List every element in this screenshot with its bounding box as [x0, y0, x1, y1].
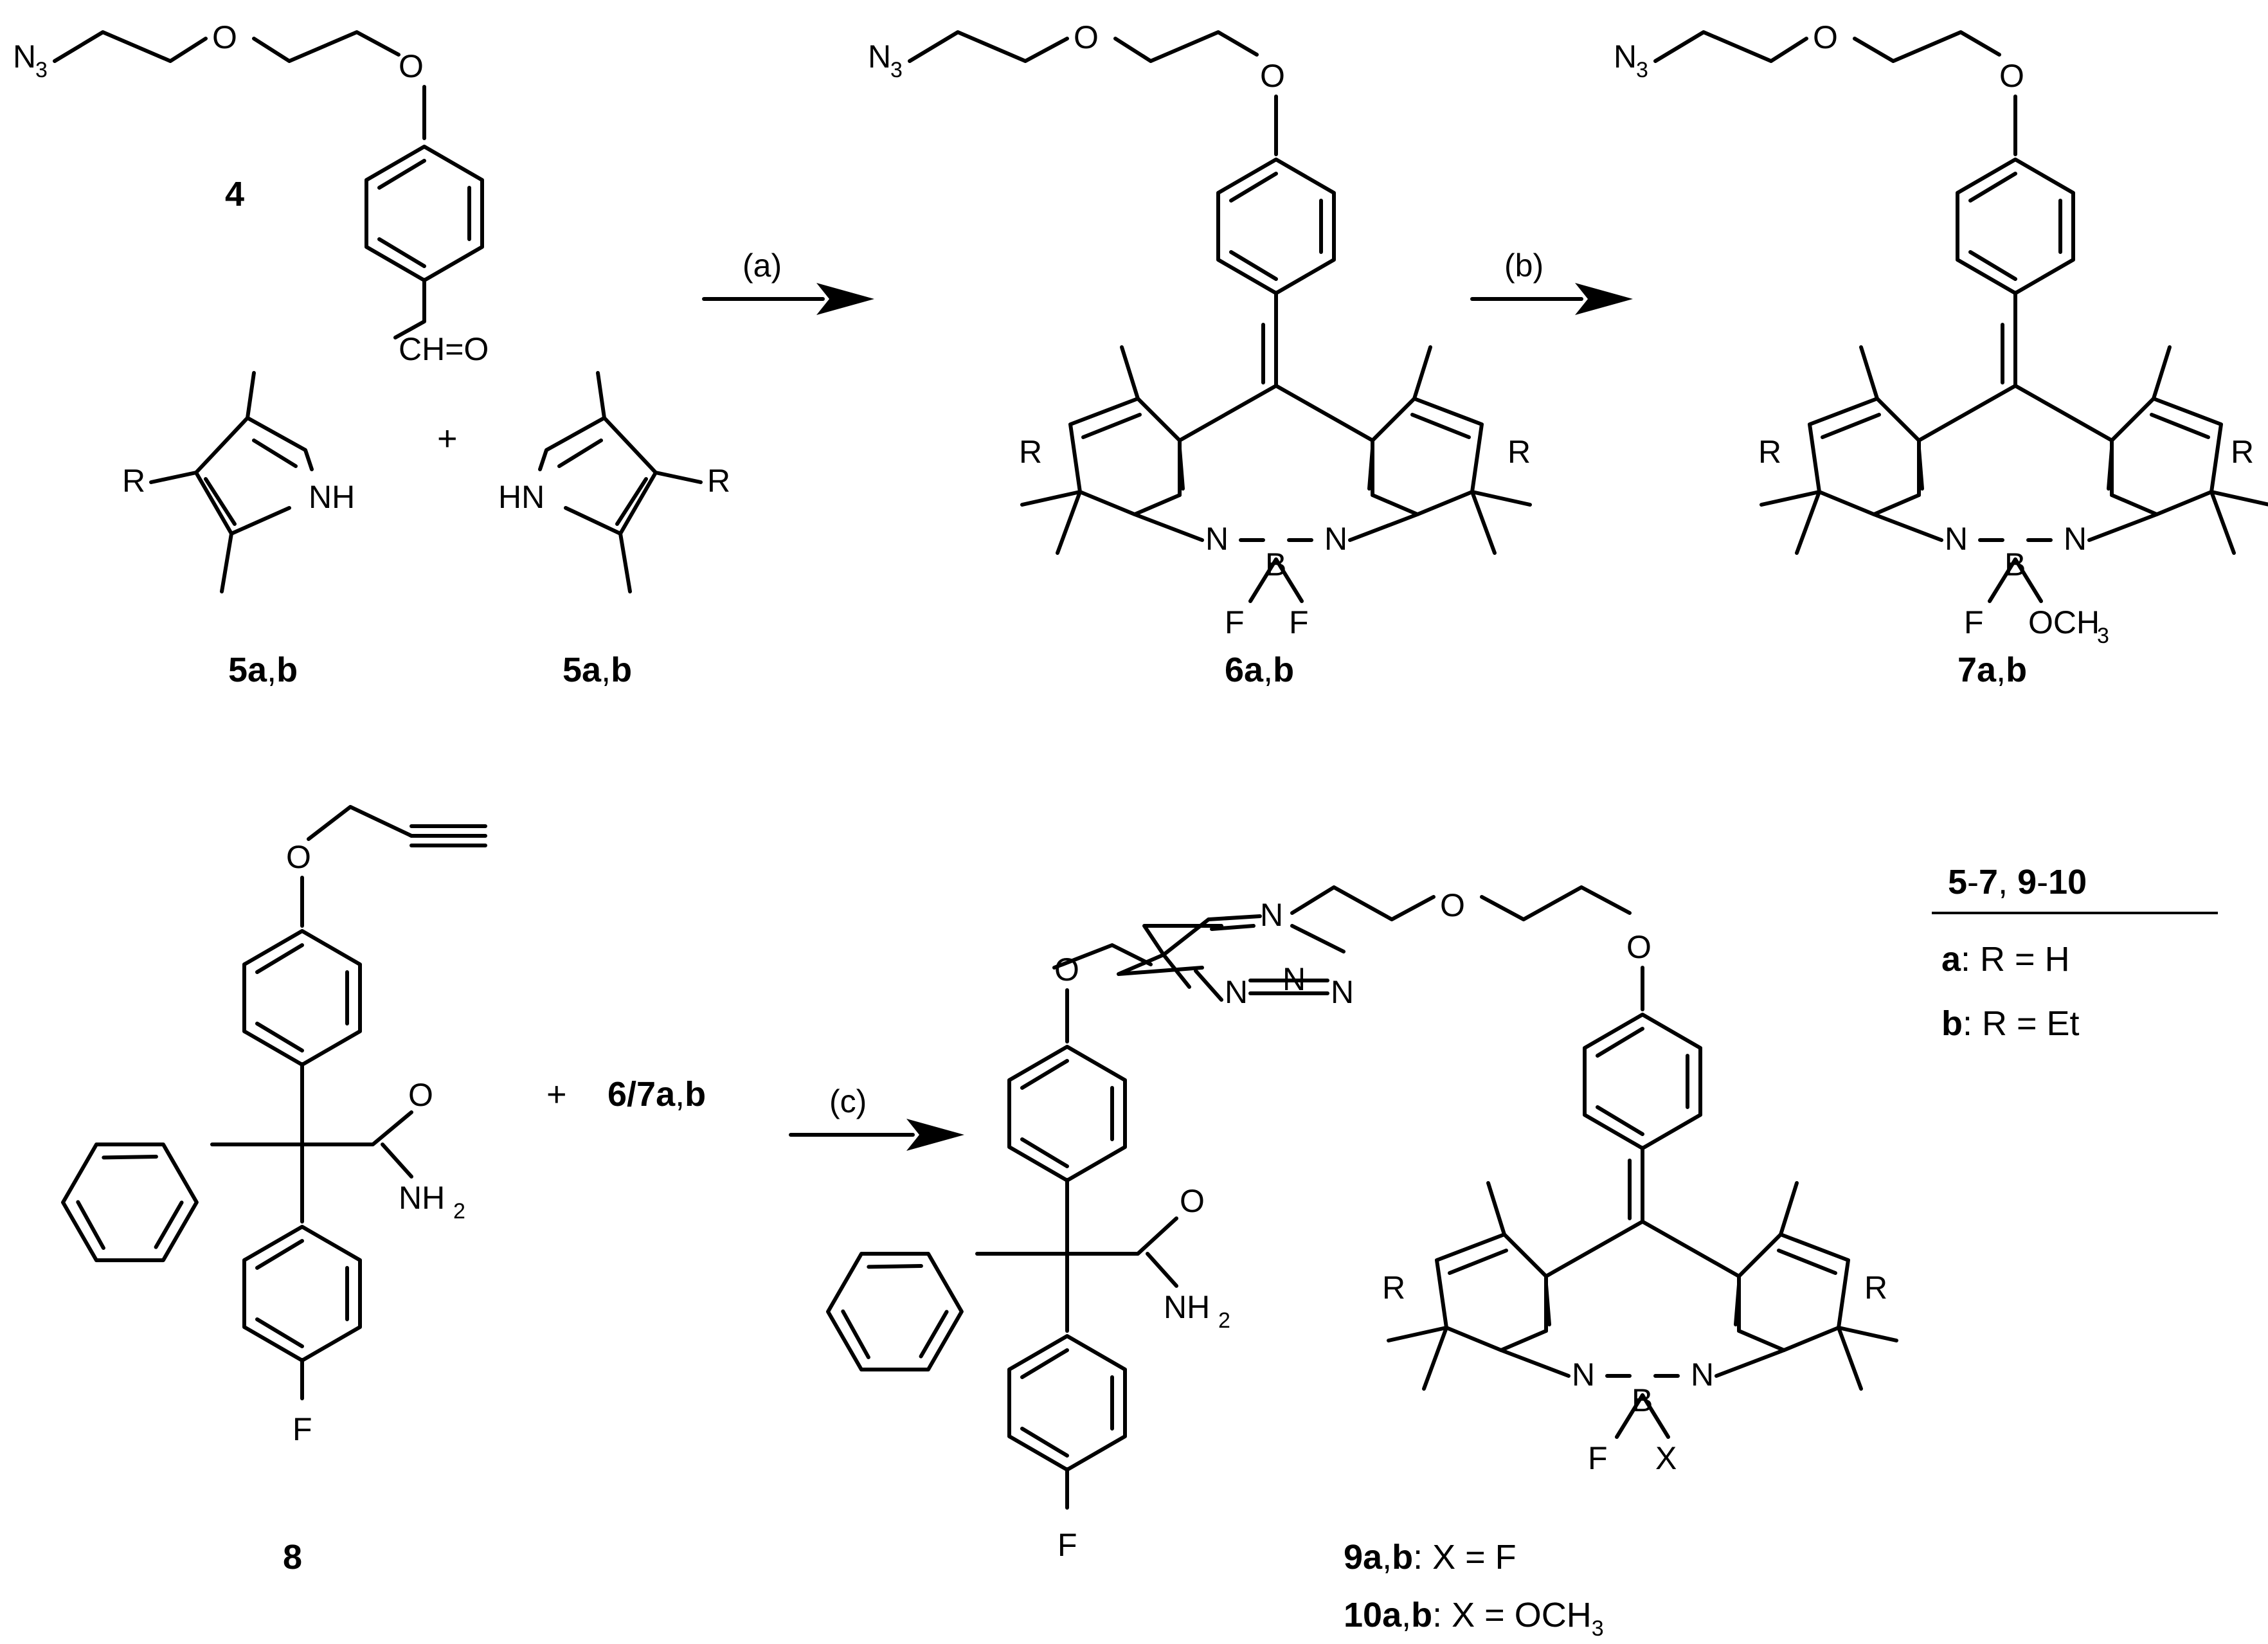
- atom-hn: HN: [498, 479, 544, 515]
- svg-text:10a,b: X = OCH3: 10a,b: X = OCH3: [1344, 1596, 1604, 1641]
- svg-text:N: N: [1331, 974, 1354, 1010]
- atom-o: O: [399, 48, 424, 84]
- svg-text:R: R: [1864, 1270, 1887, 1306]
- atom-r: R: [122, 463, 145, 499]
- condition-b: (b): [1504, 248, 1544, 284]
- compound-7-structure: N 3 O O R R N N B F OCH 3: [1614, 19, 2268, 648]
- svg-text:F: F: [1588, 1440, 1608, 1476]
- atom-o: O: [212, 19, 237, 55]
- substituent-legend: 5-7, 9-10 a: R = H b: R = Et: [1932, 863, 2218, 1043]
- svg-text:N: N: [1572, 1357, 1595, 1393]
- condition-c: (c): [829, 1083, 867, 1119]
- reaction-arrow-b: (b): [1470, 248, 1633, 315]
- product-9-10-structure: N N N N O O O O NH 2 F R R N N: [811, 885, 1896, 1563]
- svg-text:R: R: [1508, 434, 1531, 470]
- plus-sign: +: [437, 419, 458, 458]
- svg-text:O: O: [1260, 58, 1285, 94]
- svg-text:F: F: [1964, 604, 1984, 640]
- svg-text:F: F: [1225, 604, 1245, 640]
- svg-text:N: N: [2064, 521, 2087, 557]
- svg-text:B: B: [1632, 1382, 1653, 1418]
- svg-text:F: F: [1058, 1527, 1077, 1563]
- label-product-10: 10a,b: X = OCH3: [1344, 1596, 1604, 1641]
- label-compound-8: 8: [283, 1538, 302, 1576]
- svg-text:3: 3: [890, 58, 903, 82]
- svg-text:O: O: [1626, 929, 1652, 965]
- svg-text:R: R: [1382, 1270, 1405, 1306]
- svg-text:O: O: [1999, 58, 2024, 94]
- svg-text:3: 3: [2097, 624, 2109, 648]
- svg-text:O: O: [1074, 19, 1099, 55]
- plus-sign: +: [546, 1075, 567, 1114]
- svg-text:O: O: [1180, 1183, 1205, 1219]
- svg-text:N: N: [1205, 521, 1228, 557]
- svg-text:7a,b: 7a,b: [1958, 651, 2027, 689]
- label-compound-5a-left: 5a,b: [228, 651, 298, 689]
- label-compound-6: 6a,b: [1225, 651, 1294, 689]
- compound-5-left-structure: R NH: [122, 371, 355, 593]
- svg-text:O: O: [1813, 19, 1838, 55]
- atom-r: R: [707, 463, 730, 499]
- svg-text:O: O: [286, 839, 311, 875]
- label-compound-4: 4: [225, 175, 244, 213]
- label-compound-7: 7a,b: [1958, 651, 2027, 689]
- svg-text:N: N: [868, 39, 891, 75]
- svg-text:B: B: [1265, 546, 1286, 583]
- svg-text:F: F: [1289, 604, 1309, 640]
- svg-text:F: F: [292, 1411, 312, 1447]
- svg-text:NH: NH: [399, 1180, 445, 1216]
- svg-text:6a,b: 6a,b: [1225, 651, 1294, 689]
- svg-text:NH: NH: [1164, 1289, 1210, 1325]
- compound-6-structure: N 3 O O R R N N B F F: [868, 19, 1531, 640]
- svg-text:X: X: [1655, 1440, 1677, 1476]
- condition-a: (a): [742, 248, 782, 284]
- svg-text:5-7, 9-10: 5-7, 9-10: [1948, 863, 2087, 901]
- svg-text:N: N: [1225, 974, 1248, 1010]
- reaction-arrow-a: (a): [702, 248, 874, 315]
- svg-text:B: B: [2004, 546, 2026, 583]
- atom-n3-sub: 3: [35, 58, 48, 82]
- svg-text:R: R: [1758, 434, 1781, 470]
- svg-text:N: N: [1260, 897, 1283, 933]
- svg-text:N: N: [1324, 521, 1347, 557]
- svg-text:9a,b: X = F: 9a,b: X = F: [1344, 1538, 1516, 1576]
- svg-text:6/7a,b: 6/7a,b: [608, 1075, 706, 1114]
- compound-8-structure: O O NH 2 F: [46, 805, 487, 1447]
- reaction-arrow-c: (c): [789, 1083, 964, 1151]
- svg-text:5a,b: 5a,b: [228, 651, 298, 689]
- svg-text:2: 2: [1218, 1308, 1230, 1333]
- svg-text:3: 3: [1636, 58, 1648, 82]
- atom-cho: CH=O: [399, 331, 489, 367]
- svg-text:O: O: [1054, 952, 1079, 988]
- label-product-9: 9a,b: X = F: [1344, 1538, 1516, 1576]
- svg-text:R: R: [2231, 434, 2254, 470]
- svg-text:O: O: [408, 1077, 433, 1113]
- svg-text:N: N: [1691, 1357, 1714, 1393]
- compound-4-structure: N 3 O O CH=O: [13, 19, 489, 367]
- svg-text:N: N: [1614, 39, 1637, 75]
- svg-text:OCH: OCH: [2028, 604, 2100, 640]
- svg-text:2: 2: [453, 1199, 465, 1224]
- label-compound-6-7: 6/7a,b: [608, 1075, 706, 1114]
- atom-n3: N: [13, 39, 36, 75]
- compound-5-right-structure: HN R: [498, 371, 730, 593]
- svg-text:5a,b: 5a,b: [562, 651, 632, 689]
- atom-nh: NH: [309, 479, 355, 515]
- svg-text:R: R: [1019, 434, 1042, 470]
- svg-text:a: R = H: a: R = H: [1941, 940, 2070, 979]
- svg-text:N: N: [1945, 521, 1968, 557]
- svg-text:b: R = Et: b: R = Et: [1941, 1004, 2080, 1043]
- svg-text:O: O: [1440, 887, 1465, 923]
- label-compound-5a-right: 5a,b: [562, 651, 632, 689]
